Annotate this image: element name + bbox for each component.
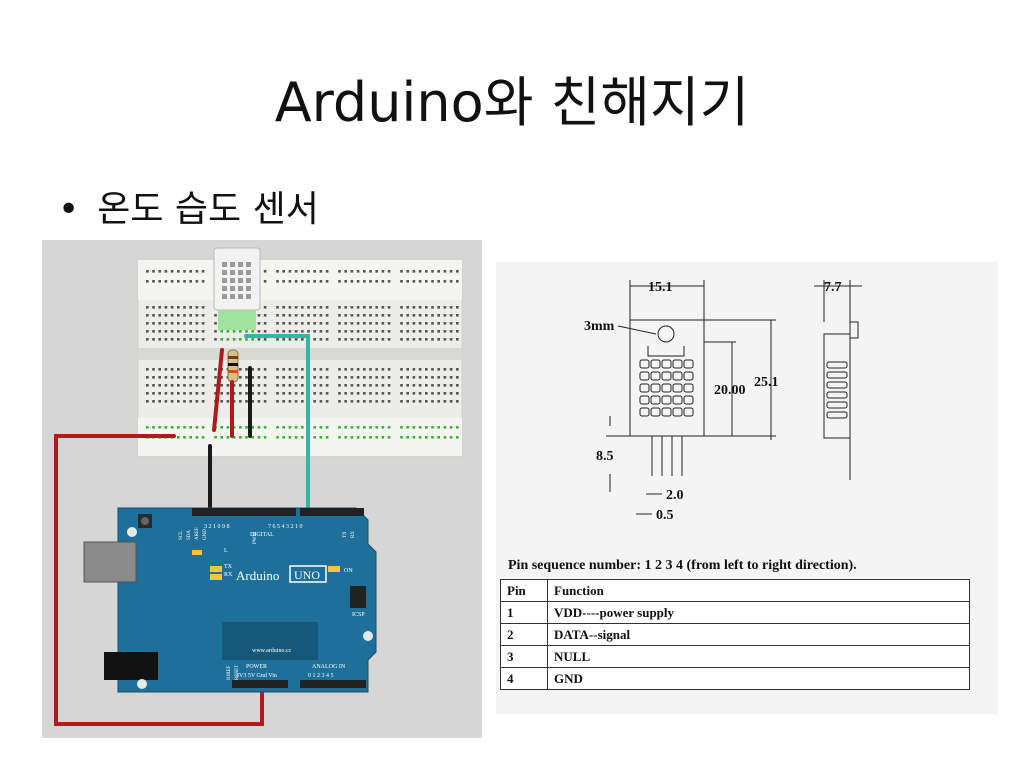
sensor-body-side [823, 333, 851, 439]
pwm-label: PWM [253, 532, 258, 545]
digital-pin-numbers: 7 6 5 4 3 2 1 0 [268, 524, 303, 530]
table-cell-pin: 2 [500, 623, 548, 646]
bullet-dot-icon: • [58, 189, 80, 230]
sensor-body-front [629, 319, 705, 437]
breadboard [137, 259, 463, 457]
scl-label: SCL [179, 531, 184, 540]
wires [54, 334, 310, 726]
breadboard-holes [146, 270, 459, 439]
dht-sensor [213, 247, 261, 330]
arduino-brand: Arduino [236, 568, 279, 583]
table-cell-pin: 3 [500, 645, 548, 668]
dim-pin-length: 8.5 [596, 449, 614, 464]
dim-hole: 3mm [584, 319, 615, 334]
led-l-label: L [224, 548, 228, 554]
digital-label: DIGITAL [250, 532, 274, 538]
slide-title: Arduino와 친해지기 [274, 71, 750, 134]
dim-depth: 7.7 [824, 280, 842, 295]
dim-body-height: 20.00 [714, 383, 746, 398]
led-on-label: ON [344, 568, 353, 574]
aref-label: AREF [195, 527, 200, 540]
table-row: 4 GND [500, 667, 970, 690]
power-label: POWER [246, 664, 267, 670]
analog-in-label: ANALOG IN [312, 664, 346, 670]
icsp-label: ICSP [352, 612, 365, 618]
pin-sequence-text: Pin sequence number: 1 2 3 4 (from left … [508, 558, 857, 573]
dim-total-height: 25.1 [754, 375, 779, 390]
table-cell-function: DATA--signal [547, 623, 970, 646]
mount-hole [657, 325, 675, 343]
table-cell-function: VDD----power supply [547, 601, 970, 624]
table-header-pin: Pin [500, 579, 548, 602]
dim-pin-pitch: 2.0 [666, 488, 684, 503]
table-cell-pin: 4 [500, 667, 548, 690]
arduino-model: UNO [294, 568, 320, 582]
bullet-text: 온도 습도 센서 [97, 189, 319, 230]
bullet-item: • 온도 습도 센서 [58, 180, 319, 232]
ioref-label: IOREF [227, 665, 232, 680]
table-row: 3 NULL [500, 645, 970, 668]
table-cell-function: GND [547, 667, 970, 690]
sda-label: SDA [187, 530, 192, 540]
resistor [227, 349, 239, 383]
table-header-row: Pin Function [500, 579, 970, 602]
rx-pin-label: RX [351, 531, 356, 538]
arduino-labels: Arduino UNO DIGITAL 7 6 5 4 3 2 1 0 3 2 … [179, 524, 365, 680]
arduino-uno-board [83, 507, 377, 693]
led-tx-label: TX [224, 564, 233, 570]
datasheet-image: 15.1 7.7 3mm 20.00 25.1 8.5 2.0 0.5 Pin … [496, 262, 998, 714]
dim-pin-width: 0.5 [656, 508, 674, 523]
dimension-drawing: 15.1 7.7 3mm 20.00 25.1 8.5 2.0 0.5 [584, 280, 862, 523]
arduino-url: www.arduino.cc [252, 648, 292, 654]
tx-pin-label: TX [343, 531, 348, 538]
digital-pin-numbers-hi: 3 2 1 0 9 8 [204, 524, 230, 530]
analog-pins-label: 0 1 2 3 4 5 [308, 673, 334, 679]
power-pins-label: 3V3 5V Gnd Vin [236, 673, 277, 679]
dim-width: 15.1 [648, 280, 673, 295]
reset-label: RESET [235, 665, 240, 680]
led-rx-label: RX [224, 572, 233, 578]
table-cell-function: NULL [547, 645, 970, 668]
table-row: 2 DATA--signal [500, 623, 970, 646]
table-cell-pin: 1 [500, 601, 548, 624]
circuit-svg: Arduino UNO DIGITAL 7 6 5 4 3 2 1 0 3 2 … [54, 247, 463, 726]
table-row: 1 VDD----power supply [500, 601, 970, 624]
circuit-diagram-image: Arduino UNO DIGITAL 7 6 5 4 3 2 1 0 3 2 … [42, 240, 482, 738]
table-header-function: Function [547, 579, 970, 602]
gnd-label: GND [203, 529, 208, 540]
pin-function-table: Pin Function 1 VDD----power supply 2 DAT… [500, 579, 970, 690]
